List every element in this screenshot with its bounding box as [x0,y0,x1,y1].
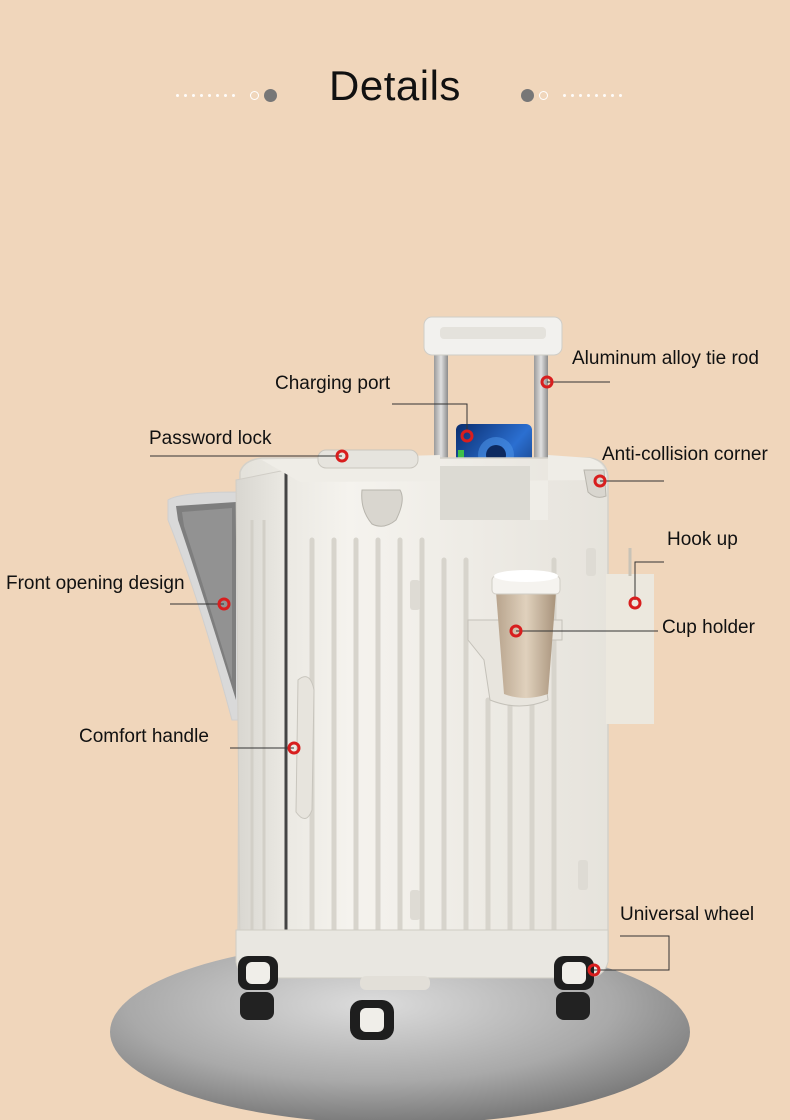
marker-password-lock [335,449,349,463]
marker-hook [628,596,642,610]
page-title: Details [329,62,461,109]
label-front-opening: Front opening design [6,573,185,594]
side-handle [295,676,315,819]
marker-handle [287,741,301,755]
label-anti-collision: Anti-collision corner [602,444,768,465]
hotspot-markers [217,375,642,977]
marker-charging-port [460,429,474,443]
marker-tie-rod [540,375,554,389]
label-aluminum-rod: Aluminum alloy tie rod [572,348,759,369]
label-cup-holder: Cup holder [662,617,755,638]
label-password-lock: Password lock [149,428,272,449]
corner-top-left [361,489,403,527]
label-hook-up: Hook up [667,529,738,550]
label-comfort-handle: Comfort handle [79,726,209,747]
coffee-cup [496,592,556,698]
rod-slot [440,466,530,520]
marker-front-opening [217,597,231,611]
title-decoration-left [176,89,277,102]
leader-lines [150,381,670,971]
label-universal-wheel: Universal wheel [620,904,755,925]
label-charging-port: Charging port [275,373,391,394]
marker-cup-holder [509,624,523,638]
hook-bag [606,574,654,724]
lock [317,449,419,469]
marker-wheel [587,963,601,977]
title-decoration-right [521,89,622,102]
wheels [238,956,594,1040]
marker-corner [593,474,607,488]
